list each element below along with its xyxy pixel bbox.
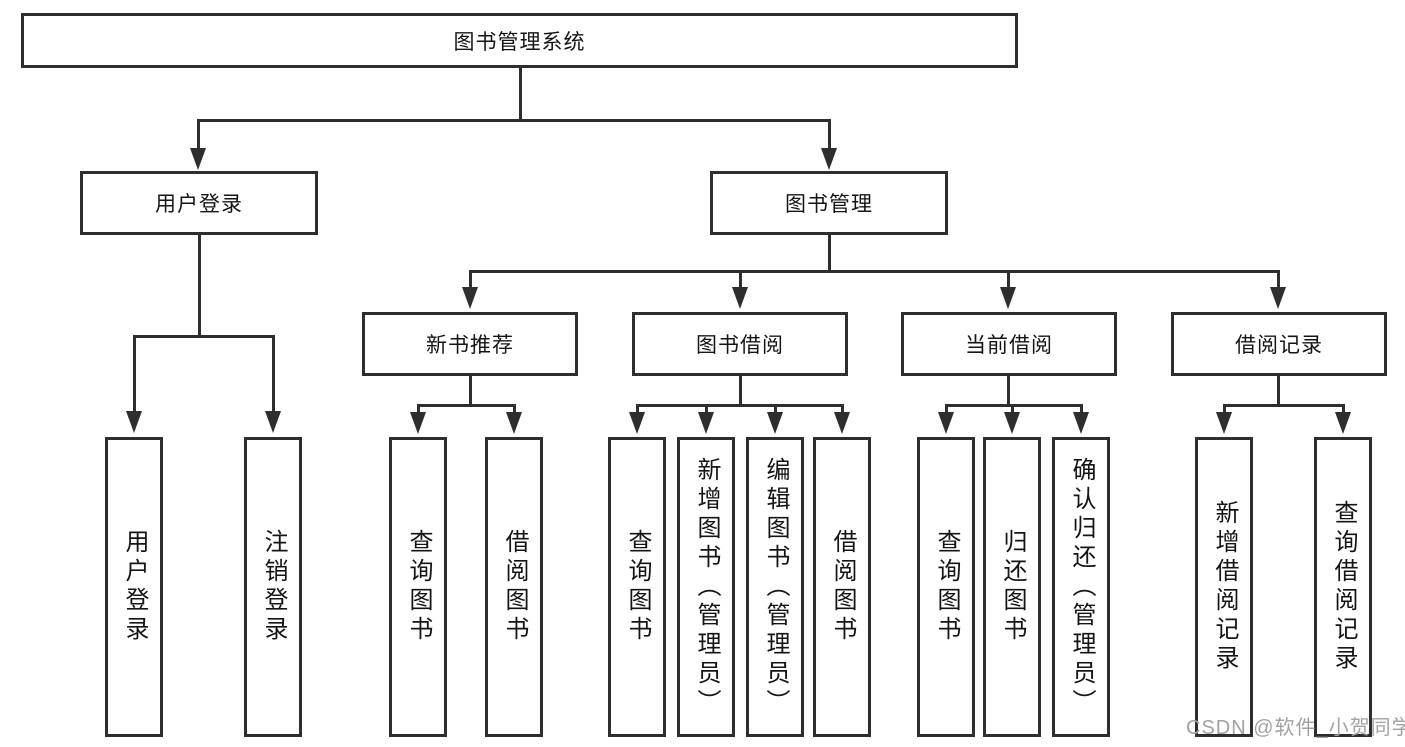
node-library-system: 图书管理系统	[21, 13, 1018, 68]
connector-g3-stem-1	[636, 404, 639, 414]
node-book-borrowing-label: 图书借阅	[696, 334, 784, 357]
connector-g4-stem-1	[945, 404, 948, 414]
connector-g5-stem-2	[1342, 404, 1345, 414]
arrow-to-new-book-recommend	[462, 287, 478, 309]
node-leaf-borrow-books-borrowing-label: 借阅图书	[829, 529, 855, 645]
connector-g2-stem-2	[513, 404, 516, 414]
arrow-to-book-borrowing	[732, 287, 748, 309]
connector-g4-horizontal	[945, 404, 1083, 407]
connector-mgmt-vertical	[828, 235, 831, 273]
node-new-book-recommend-label: 新书推荐	[426, 334, 514, 357]
node-leaf-borrow-books-recommend: 借阅图书	[485, 437, 543, 737]
node-leaf-user-login: 用户登录	[105, 437, 163, 737]
connector-login-stem-1	[133, 335, 136, 413]
arrow-g4-leaf-3	[1073, 412, 1089, 434]
arrow-g5-leaf-1	[1216, 412, 1232, 434]
node-book-management: 图书管理	[710, 171, 948, 235]
arrow-g4-leaf-1	[938, 412, 954, 434]
connector-g2-stem-1	[417, 404, 420, 414]
connector-root-horizontal	[197, 119, 831, 122]
node-leaf-confirm-return-admin-label: 确认归还（管理员）	[1068, 456, 1094, 718]
arrow-to-current-borrowing	[1000, 287, 1016, 309]
node-leaf-edit-books-admin: 编辑图书（管理员）	[746, 437, 804, 737]
node-leaf-return-books-label: 归还图书	[999, 529, 1025, 645]
node-leaf-confirm-return-admin: 确认归还（管理员）	[1052, 437, 1110, 737]
node-leaf-return-books: 归还图书	[983, 437, 1041, 737]
connector-login-horizontal	[133, 335, 275, 338]
connector-mgmt-stem-3	[1007, 270, 1010, 287]
connector-g3-stem-2	[705, 404, 708, 414]
node-book-borrowing: 图书借阅	[632, 312, 848, 376]
arrow-to-book-management	[821, 148, 837, 170]
node-leaf-query-books-recommend: 查询图书	[389, 437, 447, 737]
csdn-watermark: CSDN @软件_小贺同学	[1186, 717, 1405, 739]
node-leaf-edit-books-admin-label: 编辑图书（管理员）	[762, 456, 788, 718]
connector-mgmt-stem-4	[1277, 270, 1280, 287]
node-leaf-add-borrow-record-label: 新增借阅记录	[1211, 500, 1237, 674]
node-leaf-query-borrow-record-label: 查询借阅记录	[1330, 500, 1356, 674]
node-user-login-label: 用户登录	[155, 193, 243, 216]
connector-root-stem-left	[197, 119, 200, 150]
connector-login-stem-2	[272, 335, 275, 413]
arrow-to-leaf-user-login	[126, 411, 142, 433]
connector-g3-stem-3	[774, 404, 777, 414]
node-book-management-label: 图书管理	[785, 193, 873, 216]
node-leaf-query-books-borrowing: 查询图书	[608, 437, 666, 737]
arrow-g3-leaf-1	[629, 412, 645, 434]
connector-g3-vertical	[739, 376, 742, 406]
arrow-g3-leaf-2	[698, 412, 714, 434]
connector-g4-stem-3	[1080, 404, 1083, 414]
arrow-to-user-login	[190, 148, 206, 170]
connector-g5-vertical	[1277, 376, 1280, 406]
connector-g4-stem-2	[1011, 404, 1014, 414]
connector-g3-horizontal	[636, 404, 844, 407]
connector-g2-horizontal	[417, 404, 516, 407]
connector-login-vertical	[198, 235, 201, 337]
node-leaf-logout: 注销登录	[244, 437, 302, 737]
node-leaf-borrow-books-borrowing: 借阅图书	[813, 437, 871, 737]
connector-mgmt-stem-2	[739, 270, 742, 287]
node-leaf-user-login-label: 用户登录	[121, 529, 147, 645]
node-borrowing-records-label: 借阅记录	[1235, 334, 1323, 357]
node-leaf-query-books-current: 查询图书	[917, 437, 975, 737]
node-leaf-query-books-current-label: 查询图书	[933, 529, 959, 645]
connector-root-stem-right	[828, 119, 831, 150]
node-leaf-add-books-admin-label: 新增图书（管理员）	[693, 456, 719, 718]
arrow-g3-leaf-3	[767, 412, 783, 434]
node-leaf-query-books-recommend-label: 查询图书	[405, 529, 431, 645]
arrow-to-leaf-logout	[265, 411, 281, 433]
arrow-g5-leaf-2	[1335, 412, 1351, 434]
arrow-to-borrowing-records	[1270, 287, 1286, 309]
node-leaf-borrow-books-recommend-label: 借阅图书	[501, 529, 527, 645]
node-library-system-label: 图书管理系统	[453, 30, 586, 54]
node-leaf-add-borrow-record: 新增借阅记录	[1195, 437, 1253, 737]
node-leaf-add-books-admin: 新增图书（管理员）	[677, 437, 735, 737]
connector-g5-stem-1	[1223, 404, 1226, 414]
connector-mgmt-stem-1	[469, 270, 472, 287]
node-current-borrowing: 当前借阅	[901, 312, 1117, 376]
connector-g5-horizontal	[1223, 404, 1345, 407]
node-user-login: 用户登录	[80, 171, 318, 235]
node-new-book-recommend: 新书推荐	[362, 312, 578, 376]
arrow-g3-leaf-4	[834, 412, 850, 434]
connector-mgmt-horizontal	[469, 270, 1280, 273]
node-leaf-query-books-borrowing-label: 查询图书	[624, 529, 650, 645]
connector-g2-vertical	[469, 376, 472, 406]
node-borrowing-records: 借阅记录	[1171, 312, 1387, 376]
connector-g3-stem-4	[841, 404, 844, 414]
arrow-g2-leaf-2	[506, 412, 522, 434]
connector-root-vertical	[519, 68, 522, 121]
node-current-borrowing-label: 当前借阅	[965, 334, 1053, 357]
arrow-g2-leaf-1	[410, 412, 426, 434]
node-leaf-query-borrow-record: 查询借阅记录	[1314, 437, 1372, 737]
node-leaf-logout-label: 注销登录	[260, 529, 286, 645]
arrow-g4-leaf-2	[1004, 412, 1020, 434]
connector-g4-vertical	[1007, 376, 1010, 406]
